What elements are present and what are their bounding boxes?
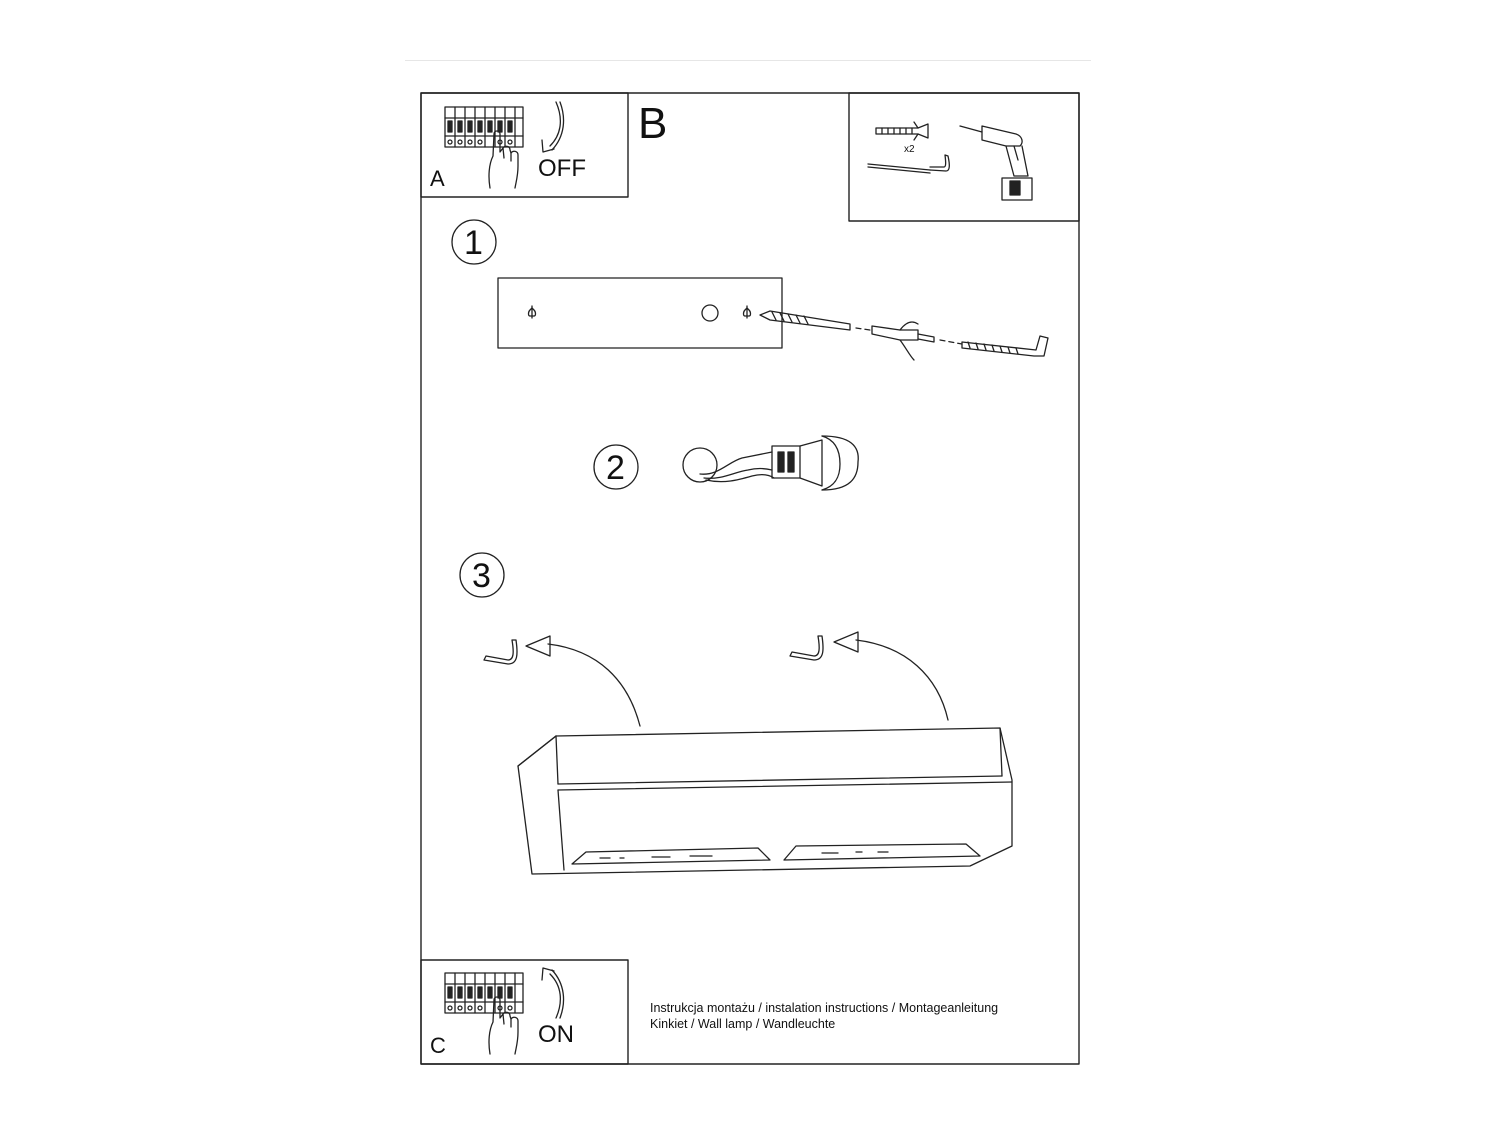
hand-icon-a	[488, 130, 519, 189]
power-on-label: ON	[538, 1021, 574, 1048]
hand-icon-c	[488, 996, 519, 1055]
arrow-left-icon	[525, 635, 641, 727]
breaker-box-icon-c	[444, 972, 524, 1014]
step-3-number: 3	[472, 557, 491, 595]
wall-plug-icon	[875, 121, 929, 141]
footer-product-name: Kinkiet / Wall lamp / Wandleuchte	[650, 1017, 836, 1031]
screw-and-plug-assembly	[759, 310, 1049, 361]
hex-key-left-icon	[483, 639, 518, 665]
arrow-right-icon	[833, 631, 949, 721]
wall-lamp-body	[517, 727, 1013, 875]
panel-c-letter: C	[430, 1033, 446, 1058]
drill-icon	[959, 125, 1033, 201]
page-top-rule	[405, 60, 1091, 61]
step-2-circle	[593, 444, 639, 490]
off-arrow-icon	[541, 101, 565, 153]
on-arrow-icon	[541, 967, 565, 1019]
panel-a-box	[420, 92, 629, 198]
hex-key-right-icon	[789, 635, 824, 661]
step-1-circle	[451, 219, 497, 265]
step-3-circle	[459, 552, 505, 598]
hook-screw-icon	[867, 154, 950, 174]
step-1-number: 1	[464, 224, 483, 262]
power-off-label: OFF	[538, 155, 586, 182]
quantity-label: x2	[904, 144, 915, 155]
wiring-socket-icon	[682, 435, 859, 491]
footer-instructions-title: Instrukcja montażu / instalation instruc…	[650, 1001, 999, 1015]
breaker-box-icon-a	[444, 106, 524, 148]
panel-b-letter: B	[638, 99, 668, 148]
mounting-plate	[497, 277, 783, 349]
sheet-frame	[420, 92, 1080, 1065]
step-2-number: 2	[606, 449, 625, 487]
panel-c-box	[420, 959, 629, 1065]
panel-tools-box	[848, 92, 1080, 222]
panel-a-letter: A	[430, 166, 445, 191]
